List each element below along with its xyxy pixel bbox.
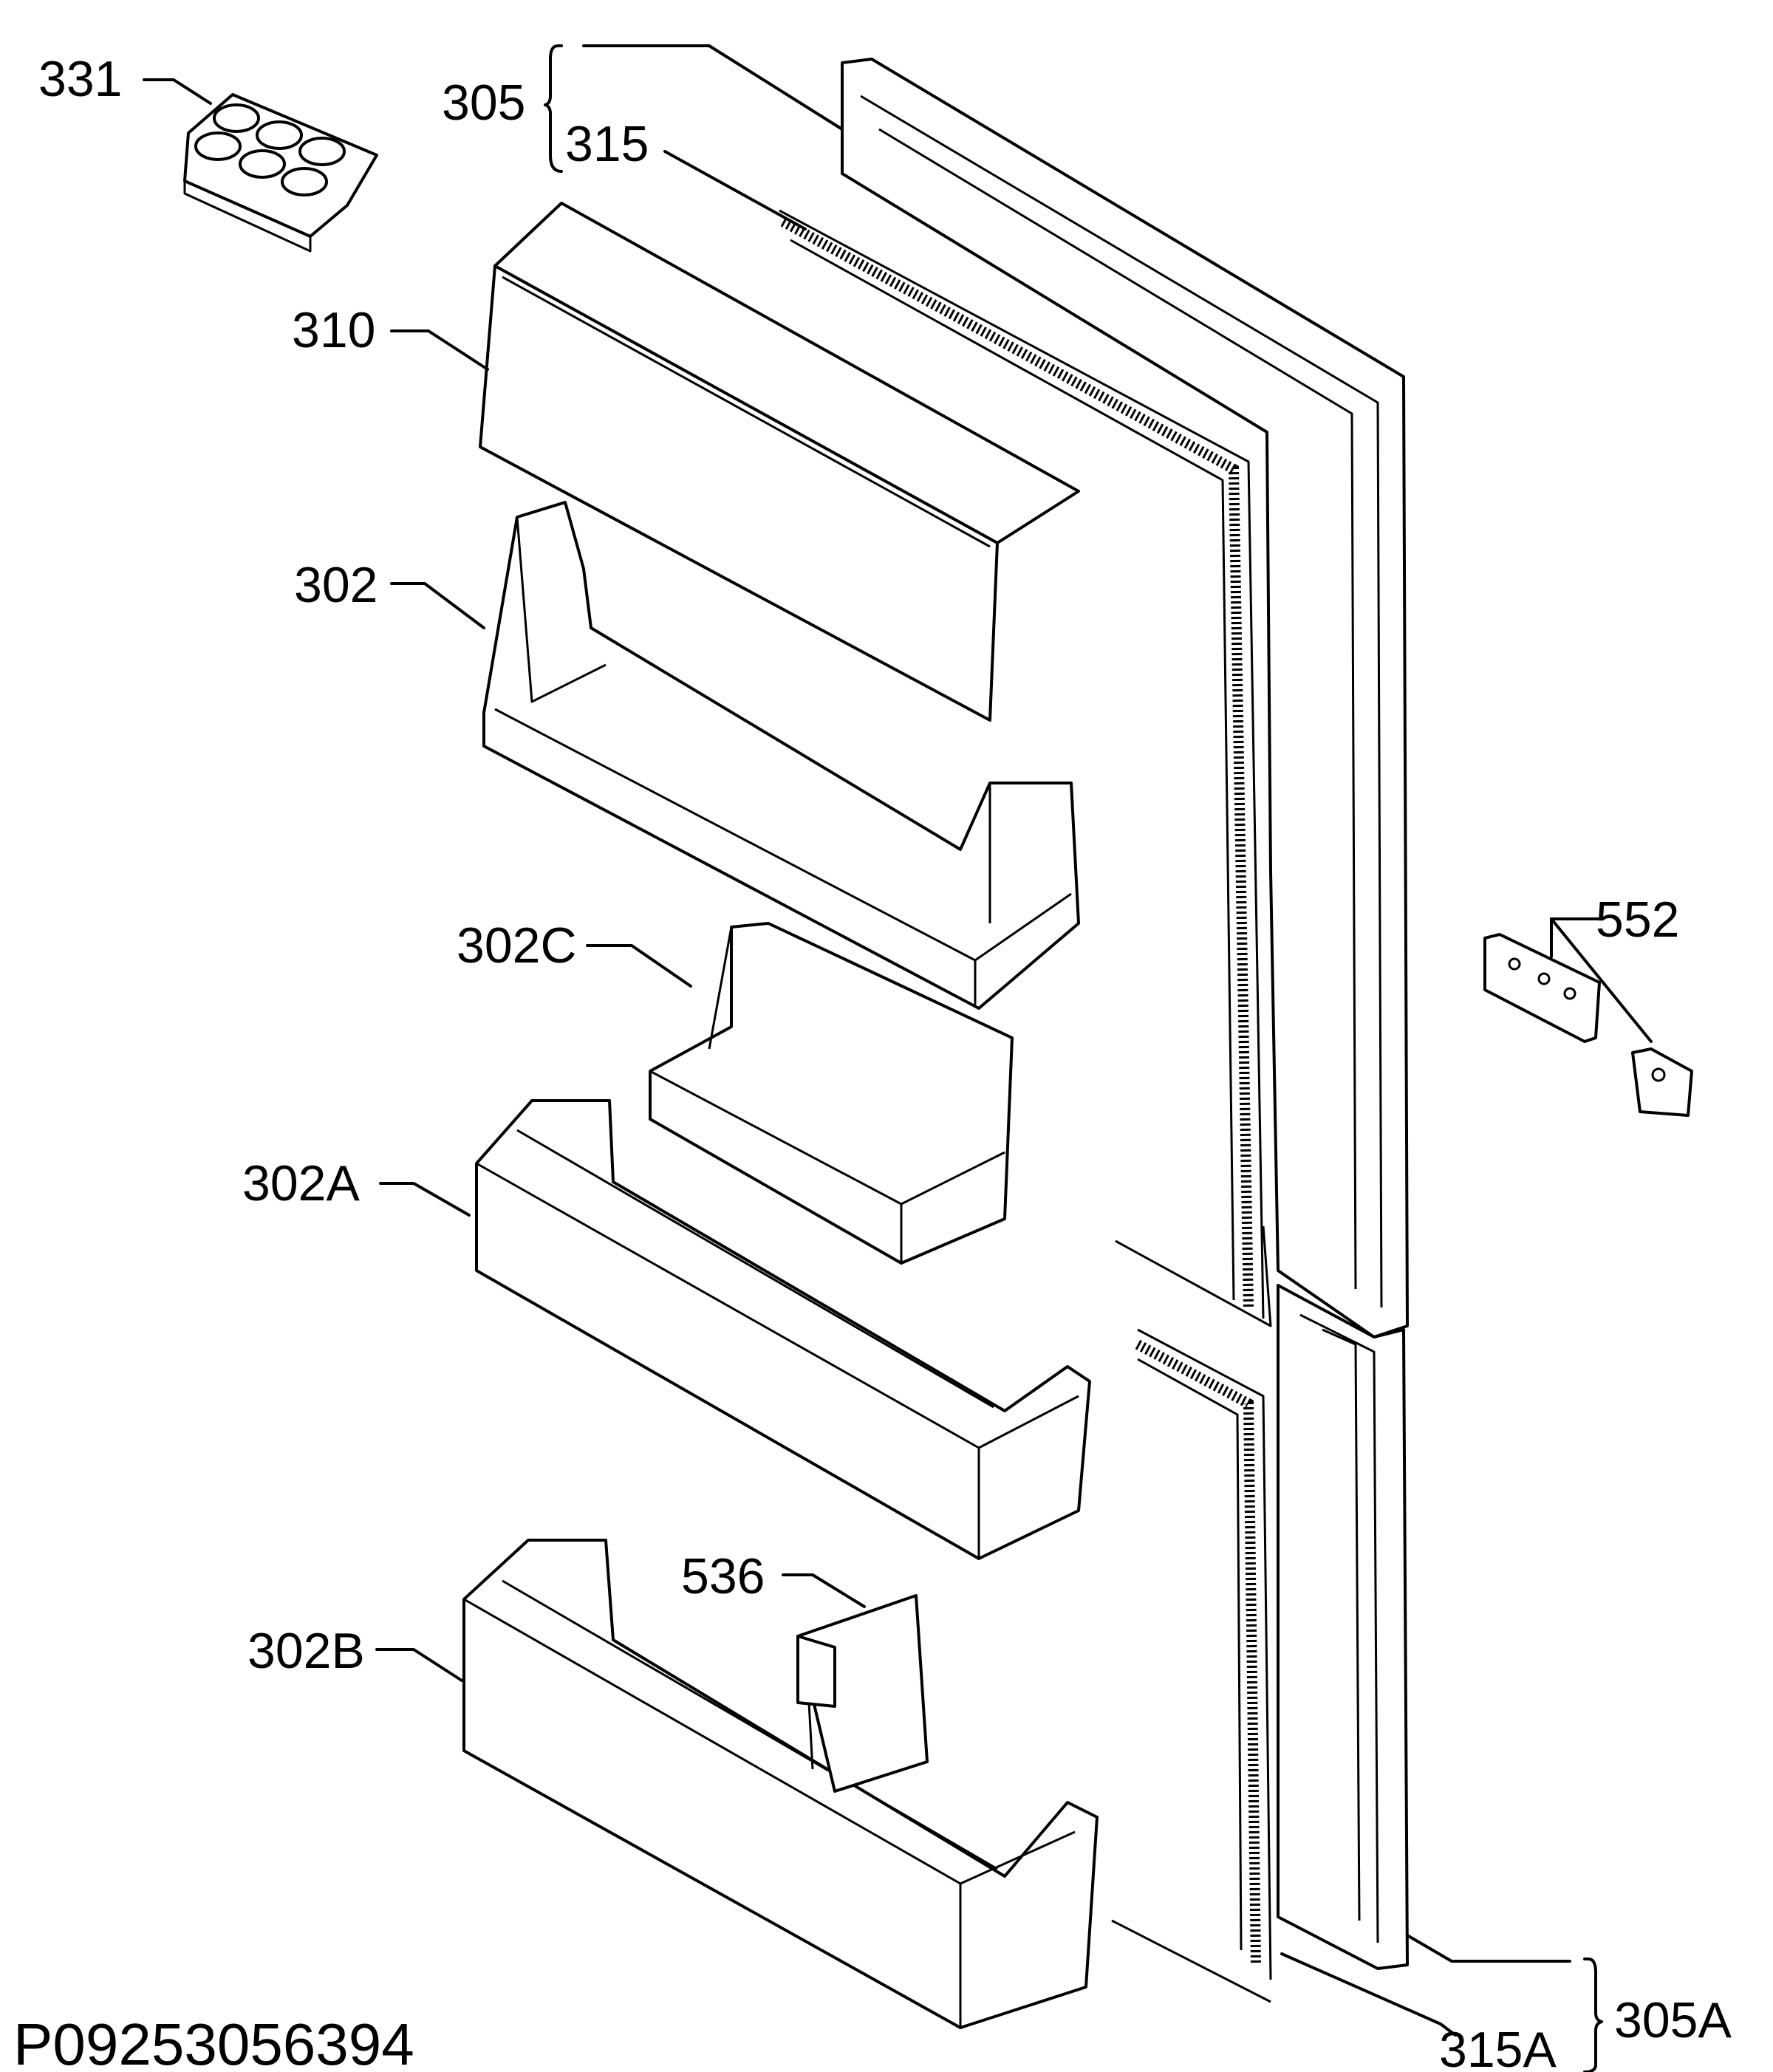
label-302c: 302C [457,917,577,974]
label-302: 302 [294,557,378,613]
label-310: 310 [292,302,375,358]
small-box-part [649,922,1014,1265]
label-305: 305 [442,75,525,131]
shelf-flap-part [479,202,1080,722]
upper-door-part [841,58,1409,1338]
label-315: 315 [565,116,649,172]
lower-door-part [1277,1284,1409,1970]
leader-lines [143,44,1653,2072]
bottle-shelf-a-part [475,1099,1091,1560]
egg-tray-part [183,93,378,253]
door-shelf-part [482,501,1080,1010]
bottle-shelf-b-part [462,1539,1099,2029]
label-331: 331 [38,51,122,107]
drawing-code: P09253056394 [13,2011,414,2072]
label-302a: 302A [242,1155,360,1211]
lower-gasket-part [1111,1328,1272,2003]
label-302b: 302B [247,1623,365,1679]
label-315a: 315A [1439,2022,1557,2072]
label-305a: 305A [1614,1992,1732,2048]
label-552: 552 [1596,892,1679,948]
hinge-plates-part [1483,933,1693,1117]
label-536: 536 [681,1548,765,1604]
upper-gasket-part [779,209,1272,1327]
divider-part [796,1594,929,1793]
